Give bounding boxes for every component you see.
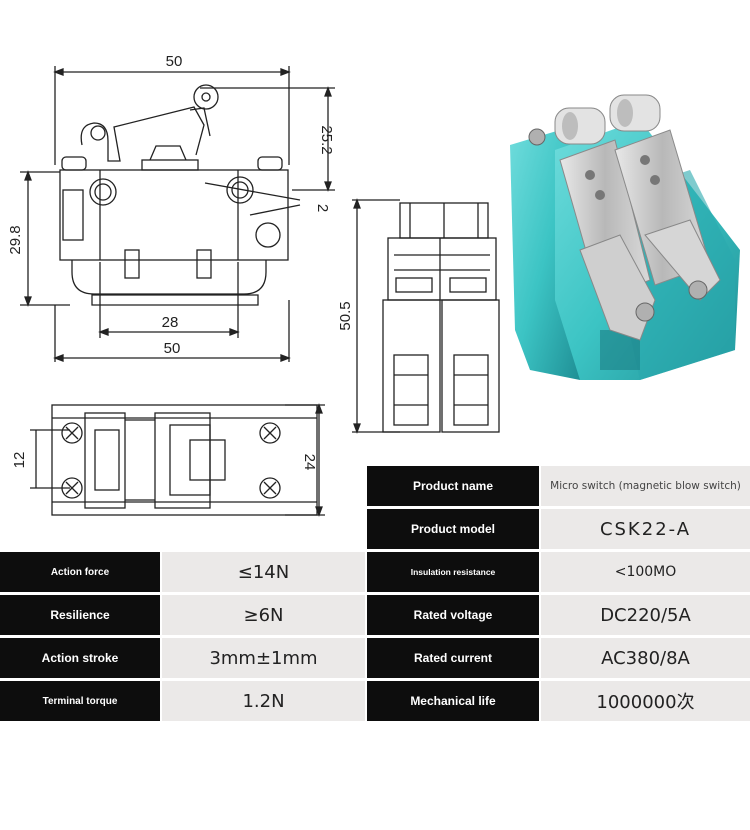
- dim-gap: 2: [314, 204, 331, 212]
- spec-value-rated-current: AC380/8A: [541, 638, 750, 678]
- spec-label-terminal-torque: Terminal torque: [0, 681, 160, 721]
- spec-value-product-name: Micro switch (magnetic blow switch): [541, 466, 750, 506]
- dim-top-width: 50: [166, 53, 183, 70]
- spec-value-action-stroke: 3mm±1mm: [162, 638, 365, 678]
- dim-height-right: 25.2: [318, 125, 335, 154]
- spec-value-terminal-torque: 1.2N: [162, 681, 365, 721]
- dim-side-height: 50.5: [337, 301, 354, 330]
- spec-label-rated-voltage: Rated voltage: [367, 595, 539, 635]
- spec-value-action-force: ≤14N: [162, 552, 365, 592]
- spec-value-mechanical-life: 1000000次: [541, 681, 750, 721]
- side-view-drawing: 50.5: [337, 198, 500, 434]
- dim-hole-span: 28: [162, 314, 179, 331]
- product-photo: [510, 94, 740, 380]
- spec-label-resilience: Resilience: [0, 595, 160, 635]
- dim-bottom-width: 50: [164, 340, 181, 357]
- spec-value-product-model: CSK22-A: [541, 509, 750, 549]
- spec-label-product-model: Product model: [367, 509, 539, 549]
- top-view-drawing: 12 24: [11, 403, 325, 517]
- dim-depth: 24: [301, 454, 318, 471]
- spec-value-insulation: <100MO: [541, 552, 750, 592]
- spec-label-rated-current: Rated current: [367, 638, 539, 678]
- spec-label-insulation: Insulation resistance: [367, 552, 539, 592]
- spec-label-action-stroke: Action stroke: [0, 638, 160, 678]
- spec-label-mechanical-life: Mechanical life: [367, 681, 539, 721]
- spec-label-product-name: Product name: [367, 466, 539, 506]
- spec-value-rated-voltage: DC220/5A: [541, 595, 750, 635]
- dim-height-left: 29.8: [7, 225, 24, 254]
- spec-label-action-force: Action force: [0, 552, 160, 592]
- dim-hole-pitch: 12: [11, 452, 28, 469]
- front-view-drawing: 50 25.2 2 29.8 28 50: [7, 53, 335, 362]
- spec-value-resilience: ≥6N: [162, 595, 365, 635]
